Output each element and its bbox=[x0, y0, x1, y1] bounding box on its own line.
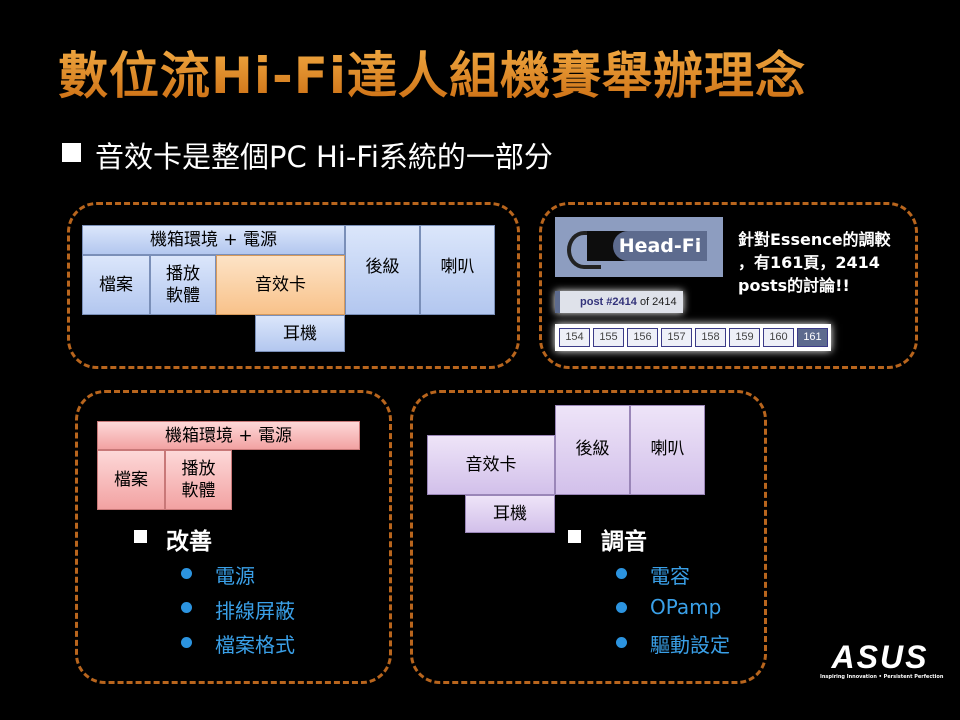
list-item: 電源 bbox=[215, 564, 255, 588]
list-item: 排線屏蔽 bbox=[215, 599, 295, 623]
case-power-block: 機箱環境 + 電源 bbox=[82, 225, 345, 255]
file-block: 檔案 bbox=[97, 450, 165, 510]
headphone-icon bbox=[567, 231, 601, 269]
tuning-heading: 調音 bbox=[601, 529, 647, 555]
speaker-block: 喇叭 bbox=[420, 225, 495, 315]
list-item: OPamp bbox=[650, 595, 722, 619]
bullet-square-icon bbox=[62, 143, 81, 162]
bullet-dot-icon bbox=[616, 602, 627, 613]
slide-title: 數位流Hi-Fi達人組機賽舉辦理念 bbox=[58, 36, 806, 108]
bullet-dot-icon bbox=[181, 602, 192, 613]
file-block: 檔案 bbox=[82, 255, 150, 315]
bullet-square-icon bbox=[568, 530, 581, 543]
case-power-block: 機箱環境 + 電源 bbox=[97, 421, 360, 450]
page-button[interactable]: 156 bbox=[627, 328, 658, 347]
player-block: 播放軟體 bbox=[150, 255, 216, 315]
page-button[interactable]: 161 bbox=[797, 328, 828, 347]
bullet-dot-icon bbox=[181, 637, 192, 648]
improve-panel bbox=[75, 390, 392, 684]
post-counter: post #2414 of 2414 bbox=[555, 291, 683, 313]
improve-heading: 改善 bbox=[166, 529, 212, 555]
player-block: 播放軟體 bbox=[165, 450, 232, 510]
page-button[interactable]: 159 bbox=[729, 328, 760, 347]
page-button[interactable]: 160 bbox=[763, 328, 794, 347]
bullet-square-icon bbox=[134, 530, 147, 543]
asus-logo: ASUS Inspiring Innovation • Persistent P… bbox=[820, 639, 944, 680]
bullet-dot-icon bbox=[616, 637, 627, 648]
list-item: 電容 bbox=[650, 564, 690, 588]
amp-block: 後級 bbox=[345, 225, 420, 315]
tuning-panel bbox=[410, 390, 767, 684]
headfi-panel bbox=[539, 202, 918, 369]
page-button[interactable]: 157 bbox=[661, 328, 692, 347]
speaker-block: 喇叭 bbox=[630, 405, 705, 495]
subtitle: 音效卡是整個PC Hi-Fi系統的一部分 bbox=[95, 140, 553, 174]
headfi-logo: Head-Fi bbox=[555, 217, 723, 277]
bullet-dot-icon bbox=[181, 568, 192, 579]
page-button[interactable]: 155 bbox=[593, 328, 624, 347]
list-item: 驅動設定 bbox=[650, 633, 730, 657]
soundcard-block: 音效卡 bbox=[427, 435, 555, 495]
amp-block: 後級 bbox=[555, 405, 630, 495]
headphone-block: 耳機 bbox=[255, 315, 345, 352]
headfi-note: 針對Essence的調較 ，有161頁，2414 posts的討論!! bbox=[738, 230, 891, 295]
page-button[interactable]: 158 bbox=[695, 328, 726, 347]
system-diagram-panel bbox=[67, 202, 520, 369]
headphone-block: 耳機 bbox=[465, 495, 555, 533]
page-button[interactable]: 154 bbox=[559, 328, 590, 347]
bullet-dot-icon bbox=[616, 568, 627, 579]
soundcard-block: 音效卡 bbox=[216, 255, 345, 315]
list-item: 檔案格式 bbox=[215, 633, 295, 657]
